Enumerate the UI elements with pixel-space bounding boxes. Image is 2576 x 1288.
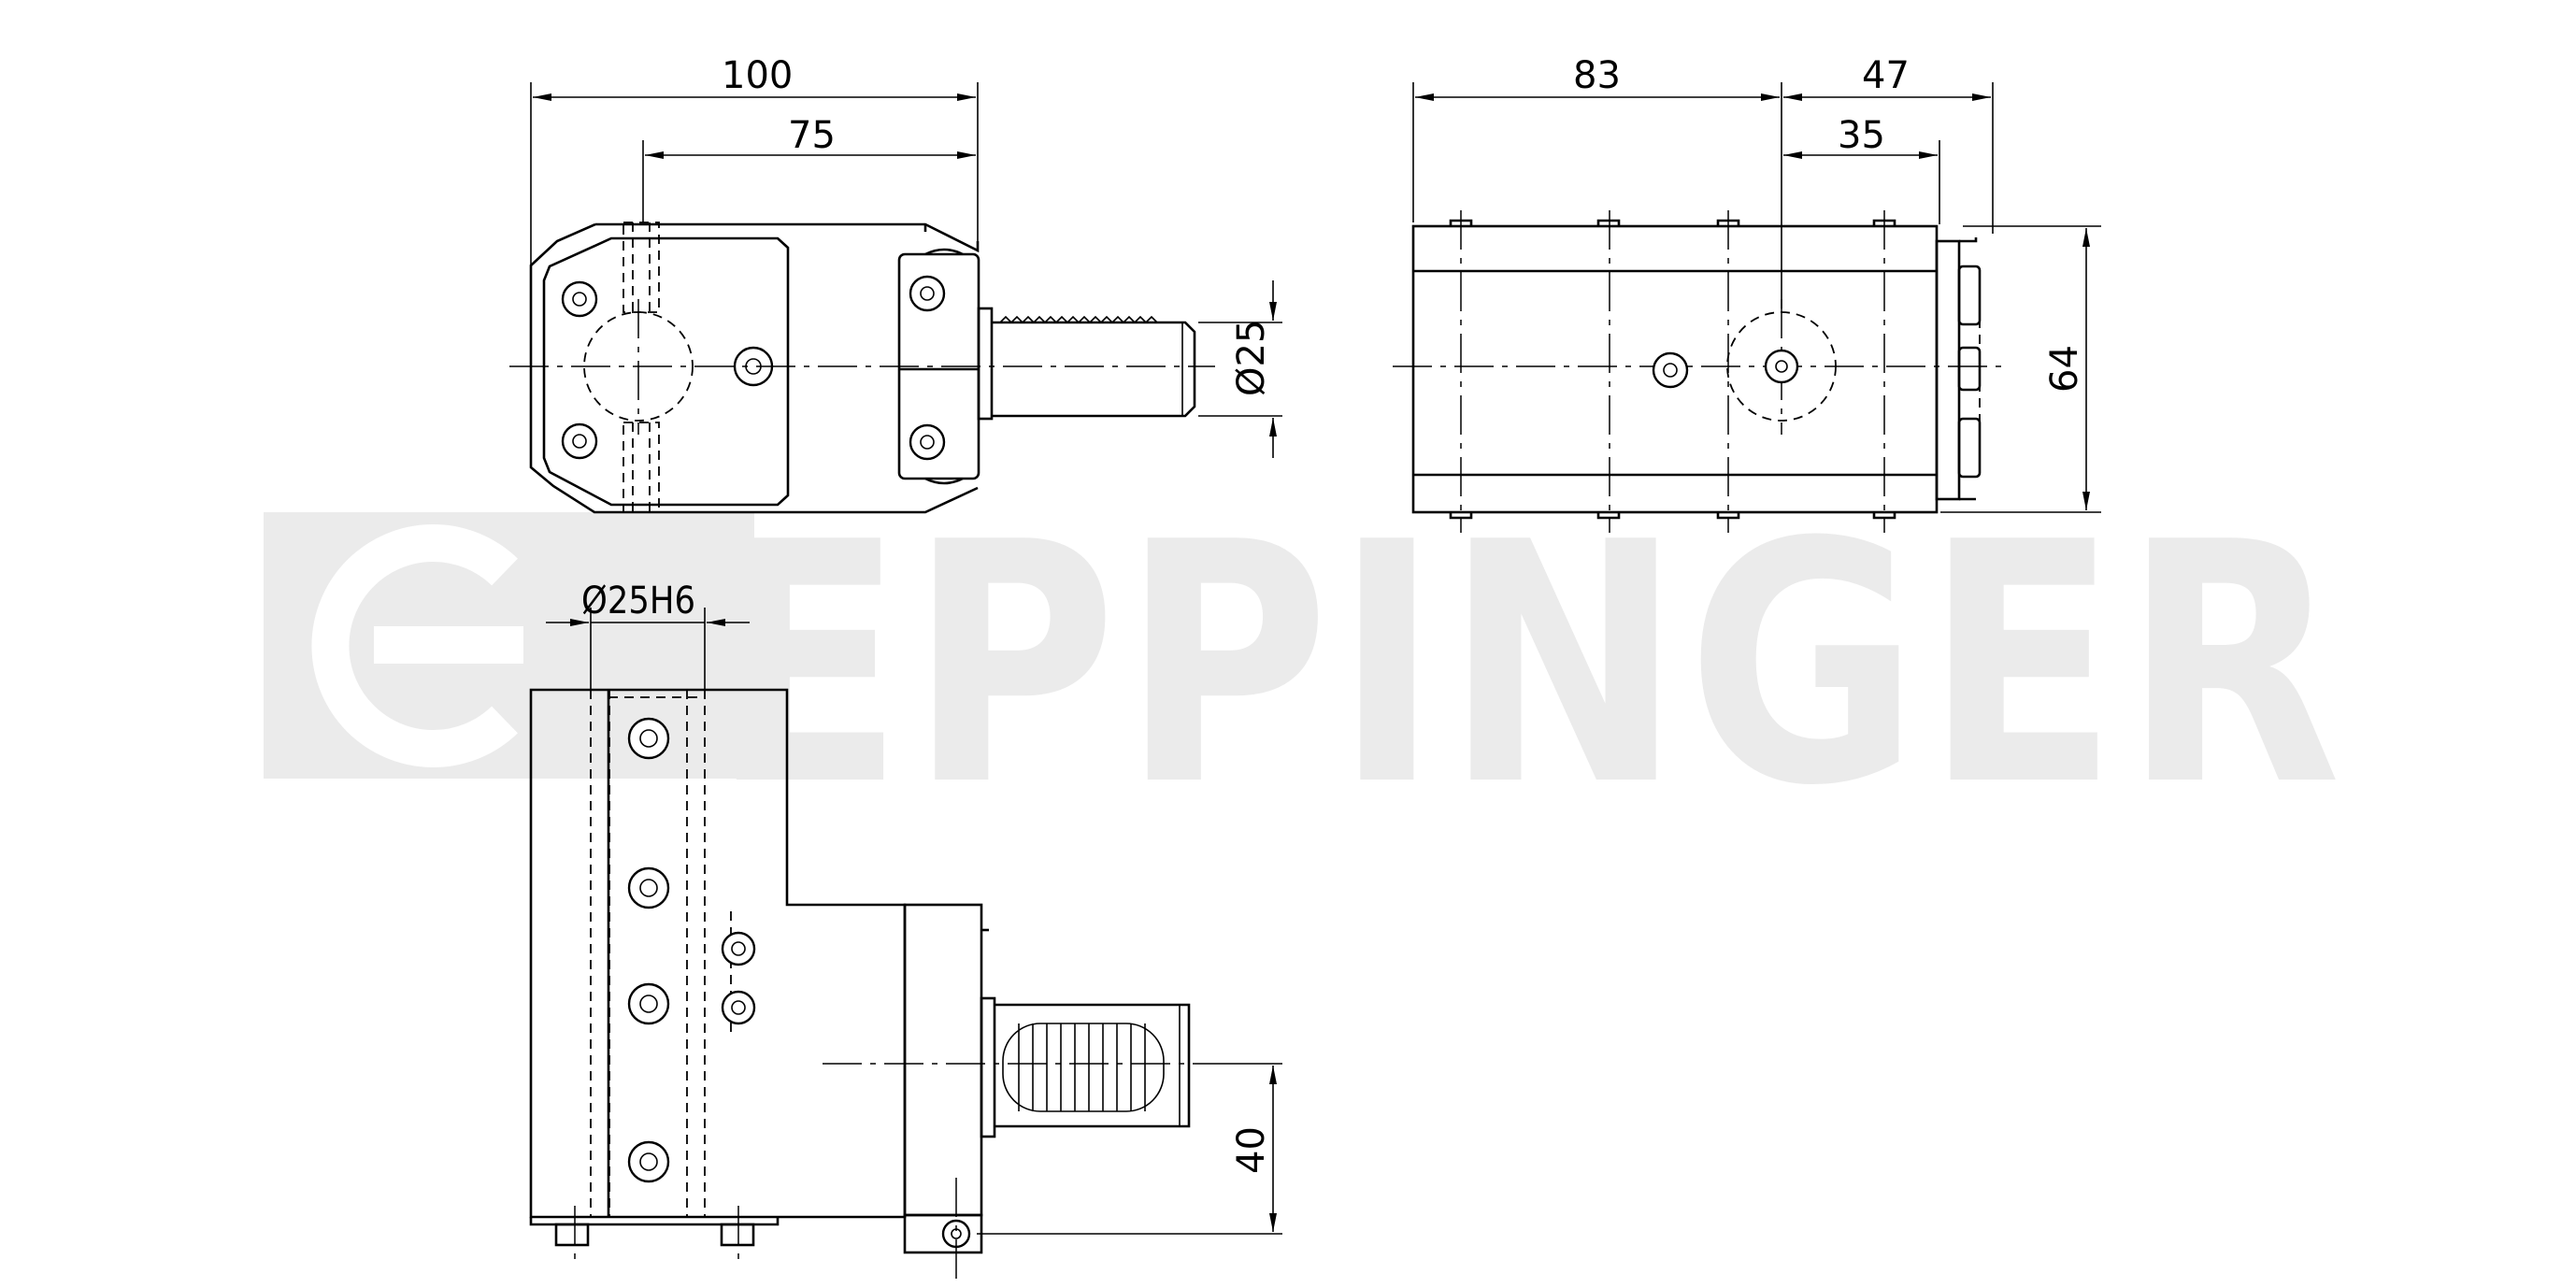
side-view: 83 47 35 64 [1393, 54, 2101, 533]
top-view-shank-collar [977, 307, 994, 421]
top-view: 100 75 Ø25 [509, 54, 1282, 514]
dim-flange-to-shank-label: 75 [788, 114, 836, 157]
side-view-screw-2 [1764, 349, 1799, 384]
top-view-screw-5 [909, 423, 946, 461]
front-view-shank [995, 1003, 1191, 1128]
front-view: Ø25H6 40 [529, 580, 1282, 1281]
top-view-screw-1 [561, 280, 598, 318]
front-view-shank-serration [1002, 1023, 1165, 1112]
top-view-hidden-channels [623, 222, 660, 513]
watermark: EPPINGER [264, 471, 2346, 858]
top-view-clamp-cap-top [924, 248, 964, 256]
top-view-serration [999, 315, 1158, 324]
watermark-text: EPPINGER [710, 471, 2346, 858]
watermark-logo-mark [311, 524, 523, 767]
front-view-feet [529, 1213, 983, 1254]
front-view-screw-1 [627, 717, 670, 760]
front-view-screw-7 [941, 1219, 971, 1249]
dim-shank-diameter-label: Ø25 [1230, 320, 1273, 396]
dim-shank-projection: 47 [1783, 54, 1994, 234]
front-view-screw-3 [627, 982, 670, 1025]
top-view-clamp-cap-bottom [924, 477, 964, 485]
dim-center-height-label: 40 [1230, 1126, 1273, 1174]
dim-bore-fit-label: Ø25H6 [581, 580, 695, 623]
top-view-screw-2 [561, 422, 598, 460]
dim-body-length: 83 [1412, 54, 1782, 308]
top-view-screw-4 [909, 275, 946, 312]
front-view-screw-4 [627, 1140, 670, 1183]
front-view-shank-collar [980, 996, 996, 1138]
dim-overall-length-label: 100 [722, 54, 793, 97]
dim-shank-diameter: Ø25 [1198, 280, 1282, 458]
dim-spindle-offset: 35 [1783, 114, 1940, 224]
dim-body-length-label: 83 [1573, 54, 1621, 97]
front-view-screw-2 [627, 866, 670, 909]
dim-height: 64 [1940, 225, 2101, 513]
dim-height-label: 64 [2043, 345, 2086, 393]
dim-flange-to-shank: 75 [642, 114, 976, 222]
dim-bore-fit: Ø25H6 [546, 580, 750, 690]
side-view-end-clamp [1935, 237, 1982, 501]
front-view-screw-6 [721, 990, 756, 1025]
dim-overall-length: 100 [530, 54, 979, 265]
top-view-body-outline [529, 222, 980, 514]
dim-shank-projection-label: 47 [1862, 54, 1910, 97]
top-view-plate [542, 236, 790, 507]
dim-center-height: 40 [977, 1063, 1282, 1235]
side-view-screw-1 [1652, 351, 1689, 389]
front-view-clamp-block [903, 903, 983, 1217]
top-view-shank [992, 321, 1196, 418]
dim-spindle-offset-label: 35 [1838, 114, 1885, 157]
front-view-screw-5 [721, 931, 756, 966]
